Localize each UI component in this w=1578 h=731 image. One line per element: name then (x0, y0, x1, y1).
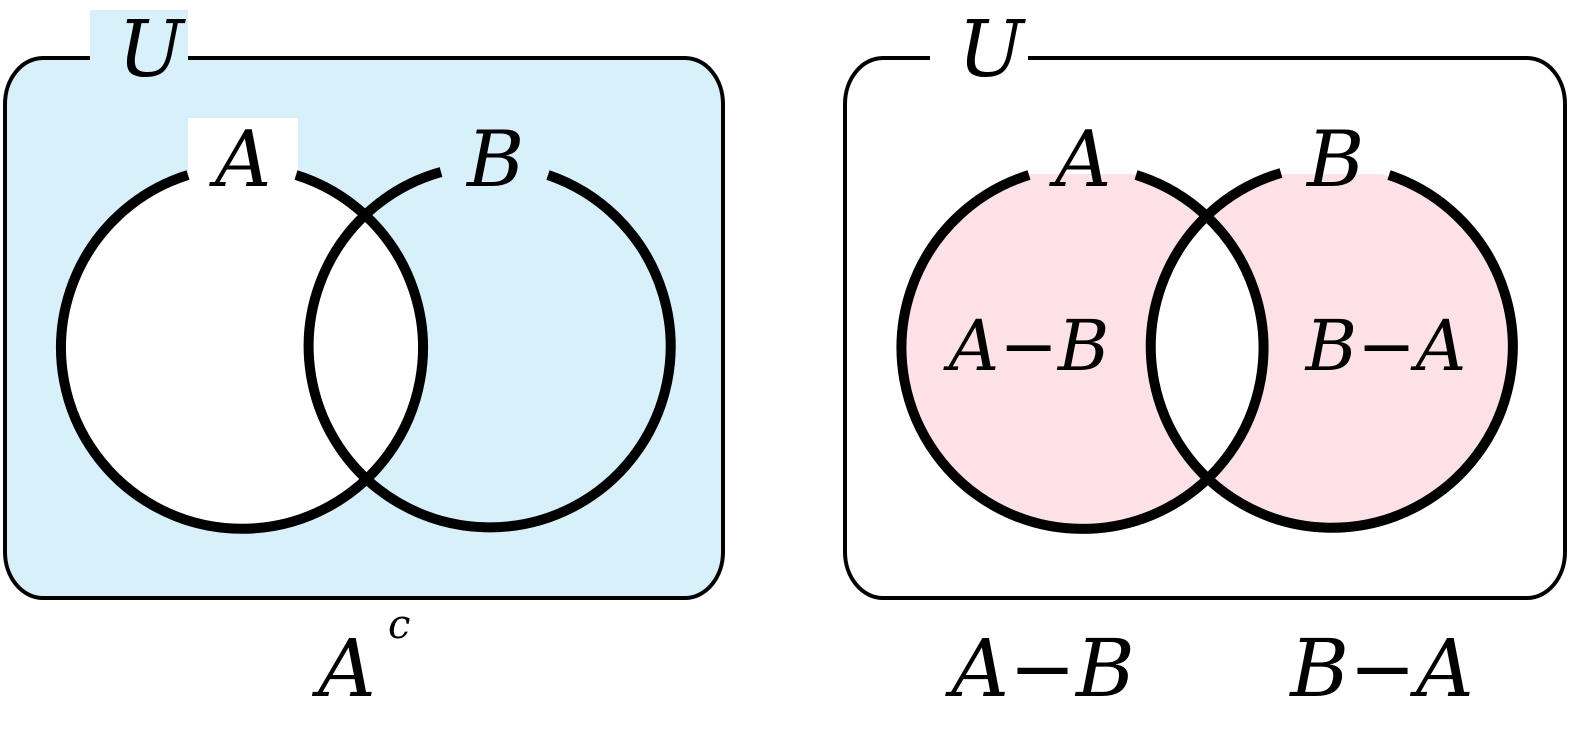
region-label-a-minus-b: A−B (943, 305, 1110, 387)
region-label-b-minus-a: B−A (1304, 305, 1467, 387)
set-b-circle-left (303, 167, 676, 533)
caption-a-minus-b: A−B (944, 622, 1135, 715)
caption-complement-base: A (311, 622, 376, 715)
set-a-label-right: A (1049, 115, 1111, 205)
set-a-label-left: A (209, 115, 271, 205)
set-b-label-right: B (1305, 115, 1364, 205)
label-gap-a-left (188, 118, 298, 176)
universe-frame-right (843, 56, 1567, 600)
universe-frame-left (3, 56, 725, 600)
universe-label-right: U (958, 5, 1026, 95)
label-gap-b-right (1282, 118, 1390, 174)
set-a-circle-left (56, 170, 428, 534)
label-gap-a-right (1028, 118, 1138, 174)
label-gap-u-left (90, 10, 188, 90)
left-venn-diagram: U A B A c (3, 5, 725, 715)
set-b-circle-right (1145, 168, 1518, 533)
caption-b-minus-a: B−A (1288, 622, 1474, 715)
set-b-label-left: B (465, 115, 524, 205)
right-venn-diagram: U A B A−B B−A A−B B−A (843, 5, 1567, 715)
label-gap-b-left (442, 118, 550, 176)
caption-complement-superscript: c (388, 602, 410, 648)
universe-label-left: U (118, 5, 186, 95)
set-a-circle-right (896, 170, 1269, 534)
